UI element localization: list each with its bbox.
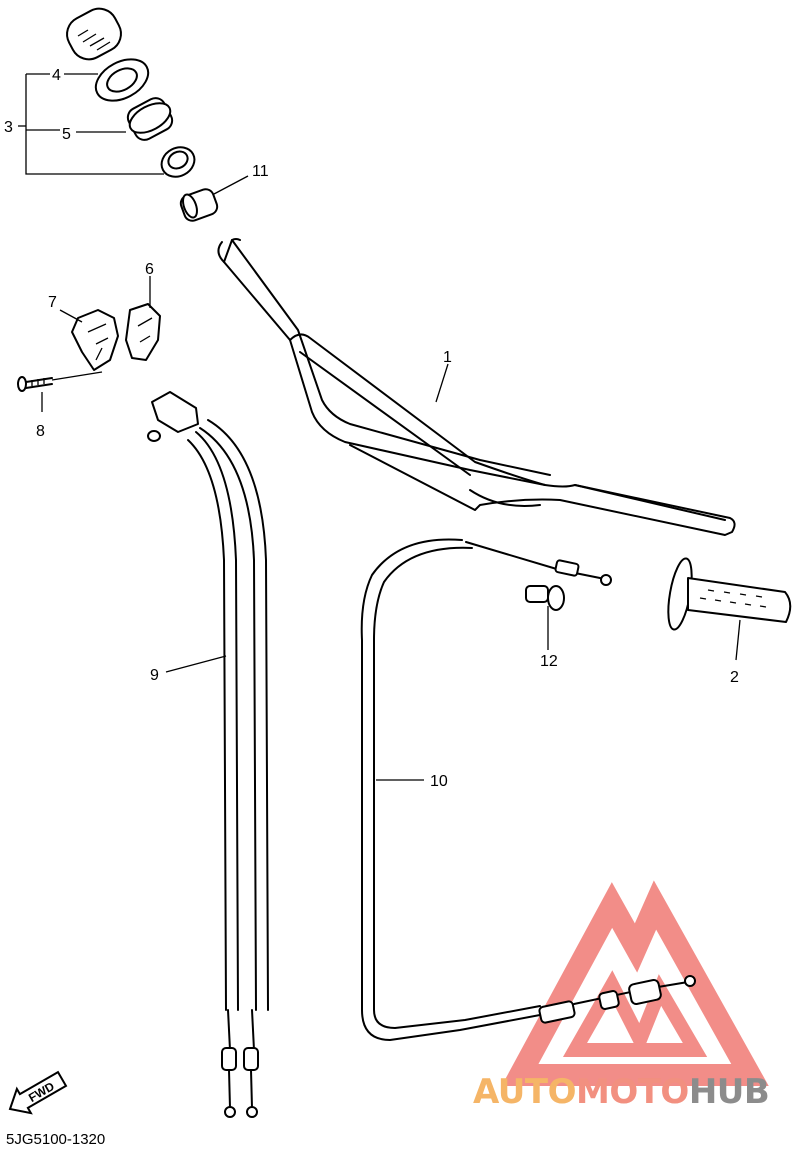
callout-5: 5: [62, 126, 71, 143]
adjuster-part-12: [525, 585, 565, 611]
watermark-logo-text: AUTOMOTOHUB: [473, 1072, 770, 1112]
callout-11: 11: [252, 163, 269, 180]
leader-lines: [18, 73, 741, 781]
watermark-auto: AUTO: [473, 1072, 576, 1112]
clamp-parts-6-7: [71, 303, 161, 371]
collar-part-11: [179, 188, 219, 222]
callout-6: 6: [145, 261, 154, 278]
callout-2: 2: [730, 669, 739, 686]
forward-arrow-icon: FWD: [8, 1070, 68, 1115]
clutch-cable-part-10: [360, 538, 696, 1041]
throttle-cables-part-9: [147, 391, 269, 1118]
callout-labels: 1 2 3 4 5 6 7 8 9 10 11 12: [4, 67, 739, 790]
callout-4: 4: [52, 67, 61, 84]
handlebar-part-1: [217, 238, 736, 536]
callout-9: 9: [150, 667, 159, 684]
throttle-grip-assembly: [66, 7, 196, 178]
watermark-moto: MOTO: [575, 1072, 689, 1112]
callout-3: 3: [4, 119, 13, 136]
diagram-part-code: 5JG5100-1320: [6, 1131, 106, 1148]
grip-part-2: [667, 557, 792, 631]
callout-8: 8: [36, 423, 45, 440]
callout-12: 12: [540, 653, 558, 670]
callout-1: 1: [443, 349, 452, 366]
callout-10: 10: [430, 773, 448, 790]
watermark-hub: HUB: [688, 1072, 770, 1112]
callout-7: 7: [48, 294, 57, 311]
bolt-part-8: [17, 376, 53, 392]
